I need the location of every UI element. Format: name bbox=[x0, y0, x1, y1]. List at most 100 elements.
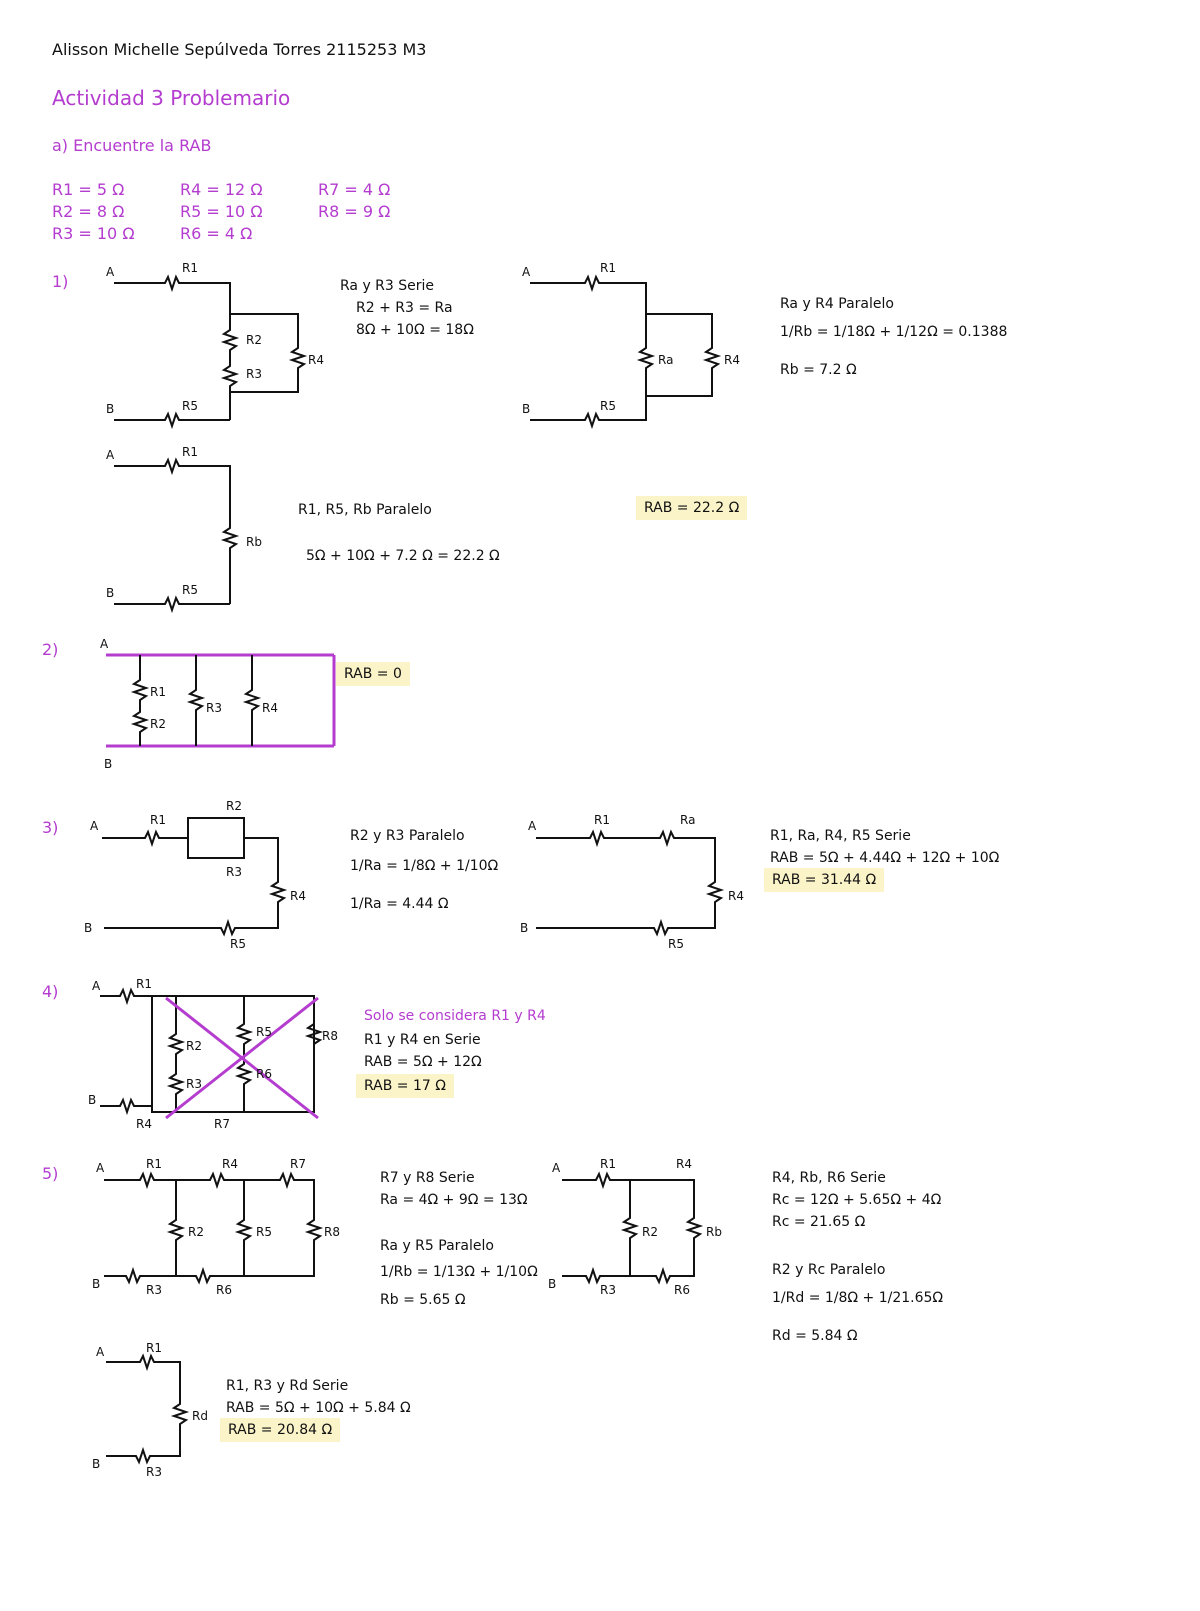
problem-5-number: 5) bbox=[42, 1164, 59, 1183]
p4-label-r8: R8 bbox=[322, 1029, 338, 1043]
p1c3-label-r1: R1 bbox=[182, 445, 198, 459]
p1c2-label-ra: Ra bbox=[658, 353, 673, 367]
p5c1-label-r1: R1 bbox=[146, 1157, 162, 1171]
p2-result: RAB = 0 bbox=[336, 662, 410, 686]
p1-result: RAB = 22.2 Ω bbox=[636, 496, 748, 520]
p5-circuit-1: A B R1 R4 R7 R2 R5 R8 R3 R6 bbox=[92, 1157, 340, 1297]
p1c1-label-r2: R2 bbox=[246, 333, 262, 347]
p3c2-label-a: A bbox=[528, 819, 537, 833]
p3-note2-title: R1, Ra, R4, R5 Serie bbox=[770, 828, 911, 844]
p3c1-label-r1: R1 bbox=[150, 813, 166, 827]
p5-note4-title: R2 y Rc Paralelo bbox=[772, 1262, 886, 1278]
p1-note2-title: Ra y R4 Paralelo bbox=[780, 296, 894, 312]
p3c1-label-r2: R2 bbox=[226, 799, 242, 813]
activity-title: Actividad 3 Problemario bbox=[52, 86, 291, 110]
p5-note3-line1: Rc = 12Ω + 5.65Ω + 4Ω bbox=[772, 1192, 942, 1208]
p5c1-label-r6: R6 bbox=[216, 1283, 232, 1297]
p5-note1-line1: Ra = 4Ω + 9Ω = 13Ω bbox=[380, 1192, 528, 1208]
given-r2: R2 = 8 Ω bbox=[52, 202, 125, 221]
problem-1-number: 1) bbox=[52, 272, 69, 291]
p4-note-line1: R1 y R4 en Serie bbox=[364, 1032, 481, 1048]
p1c3-label-r5: R5 bbox=[182, 583, 198, 597]
problem-2-number: 2) bbox=[42, 640, 59, 659]
p4-circuit: A B R1 R2 R3 R5 R6 R8 R4 R7 bbox=[88, 977, 338, 1131]
p4-label-a: A bbox=[92, 979, 101, 993]
p1-note1-title: Ra y R3 Serie bbox=[340, 278, 435, 294]
p1-circuit-1: A B R1 R2 R3 R4 R5 bbox=[106, 261, 324, 430]
p4-label-r4: R4 bbox=[136, 1117, 152, 1131]
p5c2-label-b: B bbox=[548, 1277, 556, 1291]
p3c1-label-a: A bbox=[90, 819, 99, 833]
given-r7: R7 = 4 Ω bbox=[318, 180, 391, 199]
p4-label-r1: R1 bbox=[136, 977, 152, 991]
p5c1-label-r8: R8 bbox=[324, 1225, 340, 1239]
p4-result: RAB = 17 Ω bbox=[356, 1074, 454, 1098]
p2-circuit: A B R1 R2 R3 R4 bbox=[100, 637, 336, 771]
p1c3-label-rb: Rb bbox=[246, 535, 262, 549]
p4-label-r2: R2 bbox=[186, 1039, 202, 1053]
p1-circuit-3: A B R1 Rb R5 bbox=[106, 445, 262, 614]
p1c1-label-r3: R3 bbox=[246, 367, 262, 381]
p4-label-r7: R7 bbox=[214, 1117, 230, 1131]
p5c3-label-r1: R1 bbox=[146, 1341, 162, 1355]
p2-label-r3: R3 bbox=[206, 701, 222, 715]
p5-note4-line1: 1/Rd = 1/8Ω + 1/21.65Ω bbox=[772, 1290, 944, 1306]
p1-note2-line1: 1/Rb = 1/18Ω + 1/12Ω = 0.1388 bbox=[780, 324, 1008, 340]
p5-circuit-3: A B R1 Rd R3 bbox=[92, 1341, 208, 1479]
p3-circuit-1: A B R1 R2 R3 R4 R5 bbox=[84, 799, 306, 951]
p4-label-r5: R5 bbox=[256, 1025, 272, 1039]
given-r1: R1 = 5 Ω bbox=[52, 180, 125, 199]
p3c2-label-b: B bbox=[520, 921, 528, 935]
p5c3-label-b: B bbox=[92, 1457, 100, 1471]
p4-label-r3: R3 bbox=[186, 1077, 202, 1091]
p5c2-label-r2: R2 bbox=[642, 1225, 658, 1239]
p5c3-label-r3: R3 bbox=[146, 1465, 162, 1479]
p3-note2-line1: RAB = 5Ω + 4.44Ω + 12Ω + 10Ω bbox=[770, 850, 1000, 866]
p4-label-r6: R6 bbox=[256, 1067, 272, 1081]
p3c1-label-r3: R3 bbox=[226, 865, 242, 879]
p1-note3-line1: 5Ω + 10Ω + 7.2 Ω = 22.2 Ω bbox=[306, 548, 500, 564]
p5c1-label-r7: R7 bbox=[290, 1157, 306, 1171]
given-r8: R8 = 9 Ω bbox=[318, 202, 391, 221]
p1-note2-line2: Rb = 7.2 Ω bbox=[780, 362, 857, 378]
p5c1-label-r2: R2 bbox=[188, 1225, 204, 1239]
p1c1-label-b: B bbox=[106, 402, 114, 416]
p1c2-label-r5: R5 bbox=[600, 399, 616, 413]
p5-result: RAB = 20.84 Ω bbox=[220, 1418, 341, 1442]
p1-note1-line1: R2 + R3 = Ra bbox=[356, 300, 453, 316]
p1c2-label-b: B bbox=[522, 402, 530, 416]
p1c1-label-r5: R5 bbox=[182, 399, 198, 413]
p2-label-r4: R4 bbox=[262, 701, 278, 715]
p5-note4-line2: Rd = 5.84 Ω bbox=[772, 1328, 858, 1344]
p5c3-label-a: A bbox=[96, 1345, 105, 1359]
p2-label-r2: R2 bbox=[150, 717, 166, 731]
p3-circuit-2: A B R1 Ra R4 R5 bbox=[520, 813, 744, 951]
p3c2-label-r1: R1 bbox=[594, 813, 610, 827]
problem-3-number: 3) bbox=[42, 818, 59, 837]
p1c2-label-a: A bbox=[522, 265, 531, 279]
p3-note1-title: R2 y R3 Paralelo bbox=[350, 828, 465, 844]
p3c2-label-ra: Ra bbox=[680, 813, 695, 827]
p5c2-label-r4: R4 bbox=[676, 1157, 692, 1171]
p4-note-title: Solo se considera R1 y R4 bbox=[364, 1008, 546, 1024]
p5-note3-title: R4, Rb, R6 Serie bbox=[772, 1170, 886, 1186]
p5c1-label-r5: R5 bbox=[256, 1225, 272, 1239]
p5c1-label-b: B bbox=[92, 1277, 100, 1291]
p1c1-label-a: A bbox=[106, 265, 115, 279]
p2-label-a: A bbox=[100, 637, 109, 651]
p5-circuit-2: A B R1 R4 R2 Rb R3 R6 bbox=[548, 1157, 722, 1297]
p1c1-label-r1: R1 bbox=[182, 261, 198, 275]
p1-circuit-2: A B R1 Ra R4 R5 bbox=[522, 261, 740, 430]
p3c1-label-b: B bbox=[84, 921, 92, 935]
p5c2-label-a: A bbox=[552, 1161, 561, 1175]
p3c2-label-r5: R5 bbox=[668, 937, 684, 951]
problem-4-number: 4) bbox=[42, 982, 59, 1001]
p2-label-b: B bbox=[104, 757, 112, 771]
p3-result: RAB = 31.44 Ω bbox=[764, 868, 885, 892]
p4-label-b: B bbox=[88, 1093, 96, 1107]
p1c3-label-a: A bbox=[106, 448, 115, 462]
p1c2-label-r1: R1 bbox=[600, 261, 616, 275]
p5-note3-line2: Rc = 21.65 Ω bbox=[772, 1214, 866, 1230]
p3c1-label-r4: R4 bbox=[290, 889, 306, 903]
